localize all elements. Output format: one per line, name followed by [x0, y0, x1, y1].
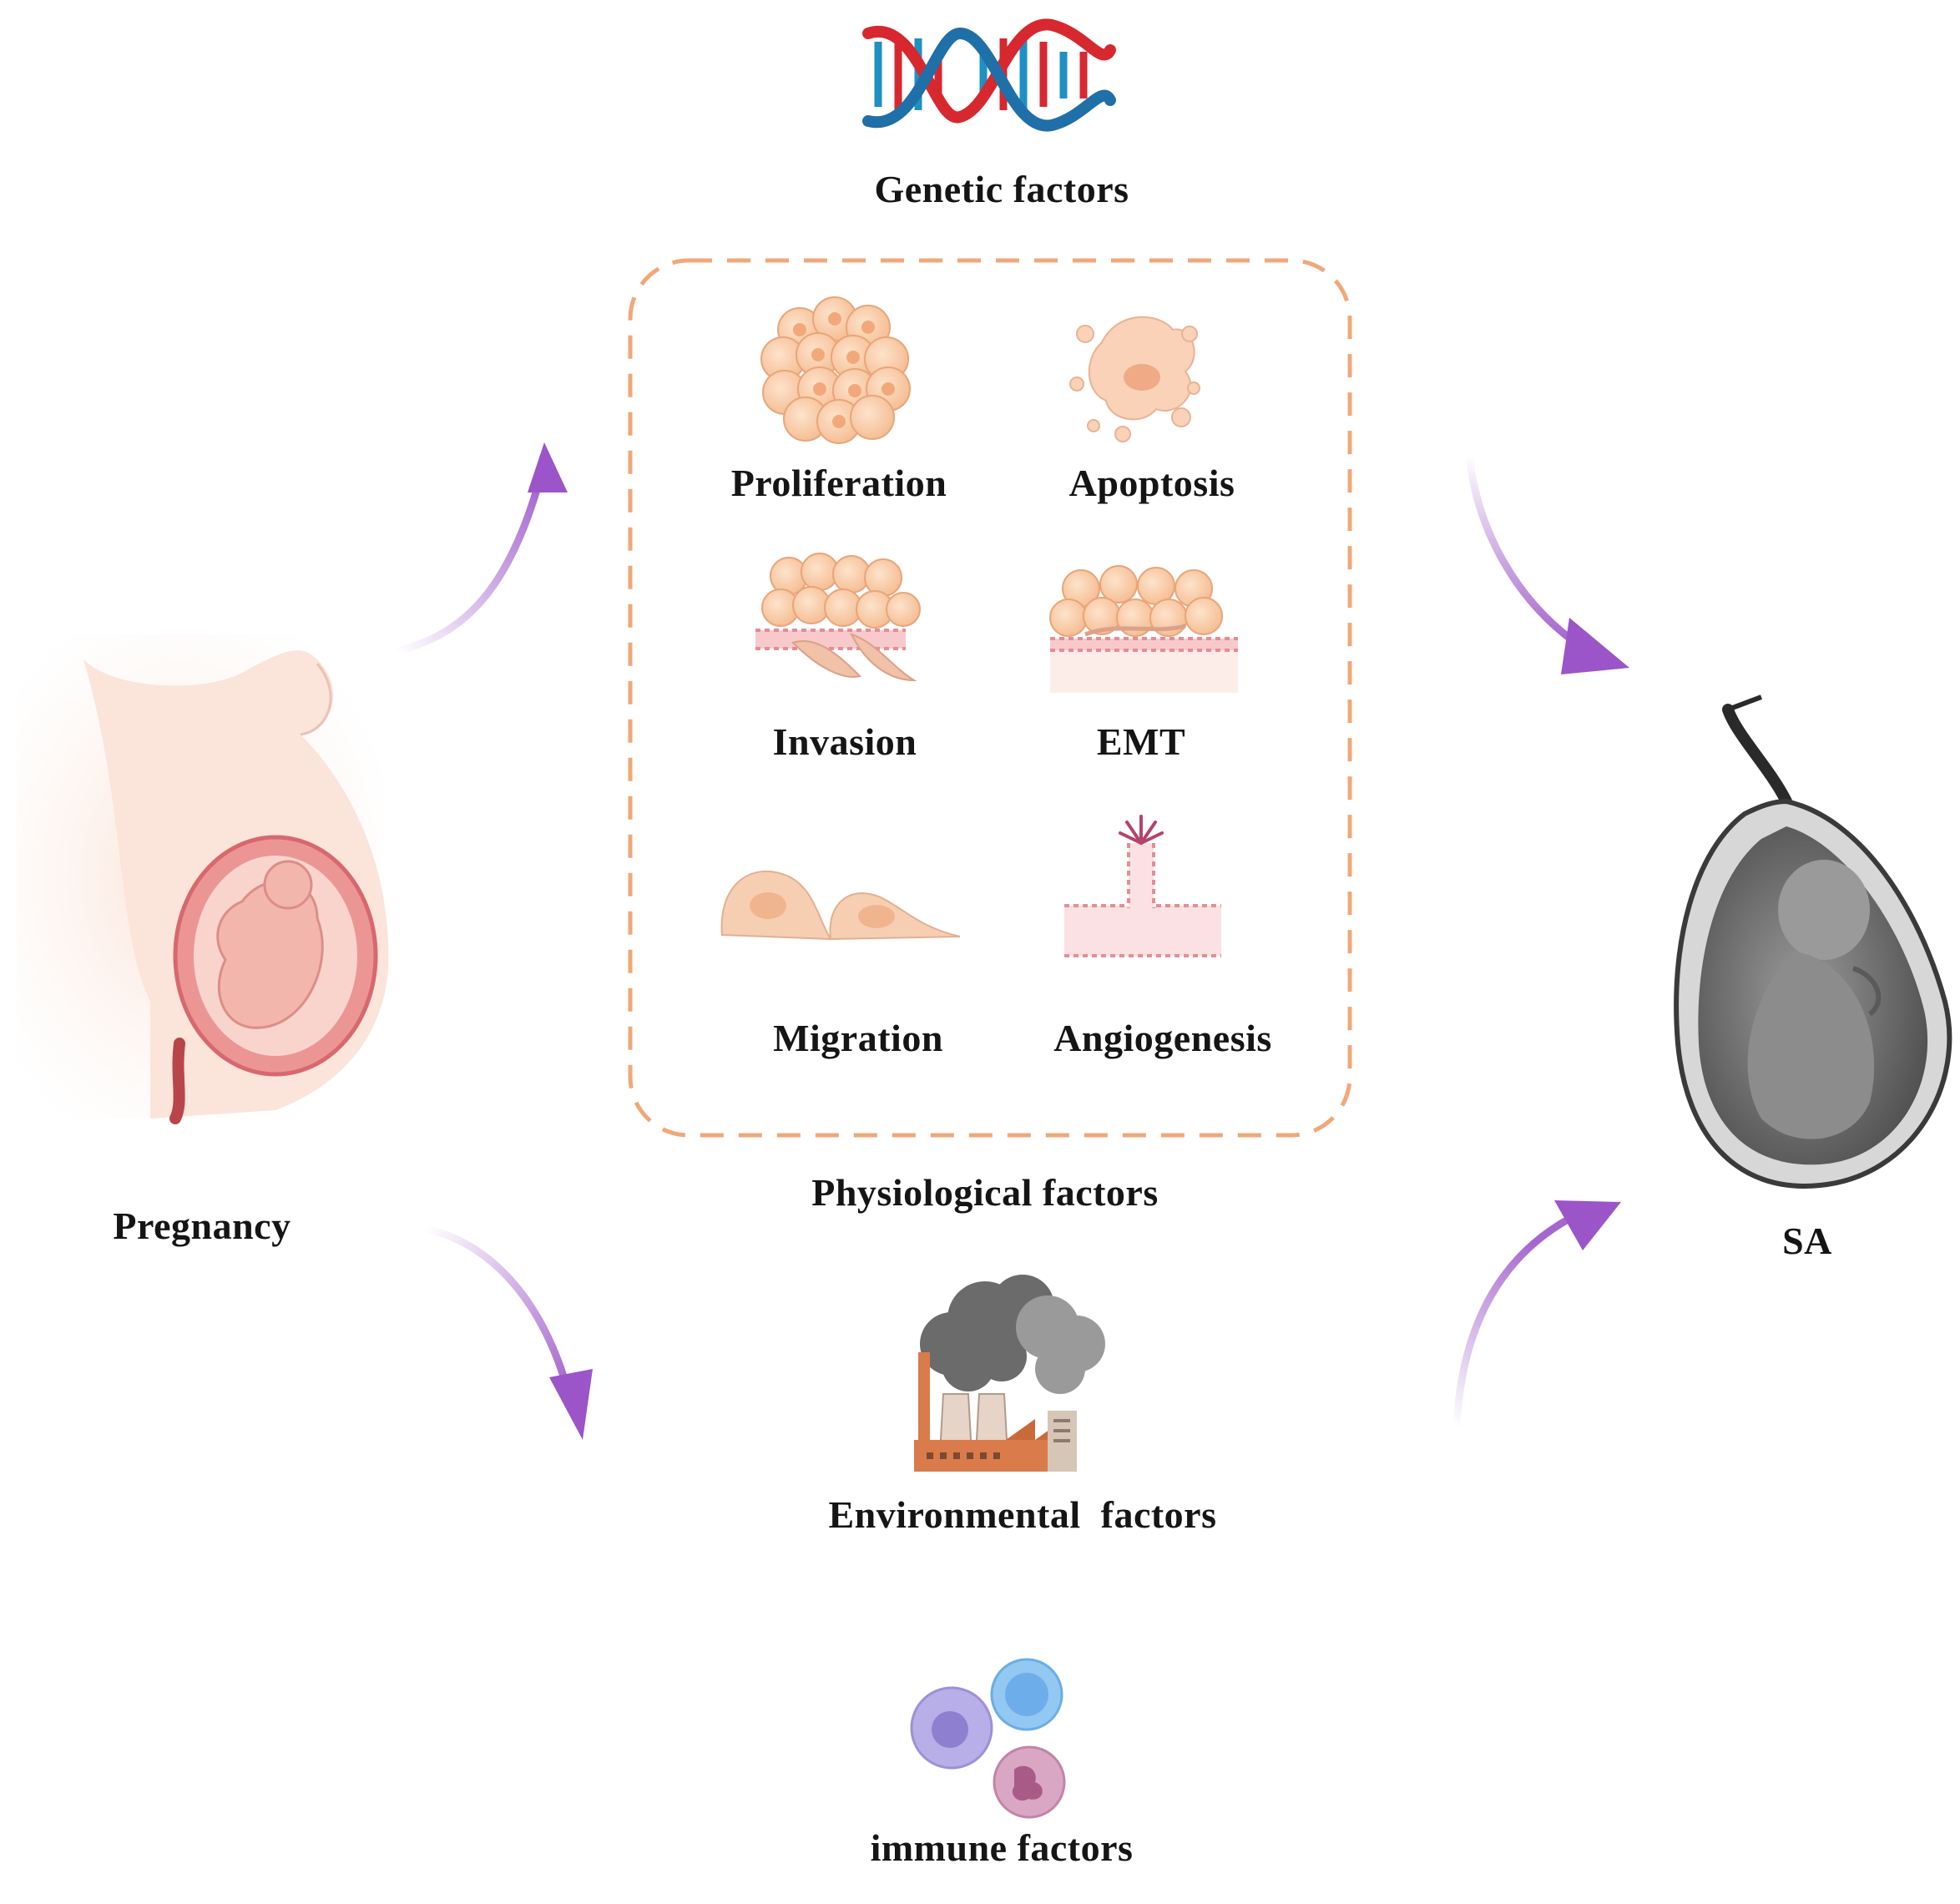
migrating-cell-icon — [720, 870, 961, 941]
immune-factors-label: immune factors — [870, 1826, 1134, 1869]
invasion-label: Invasion — [772, 720, 917, 763]
cell-cluster-icon — [760, 296, 911, 444]
emt-label: EMT — [1096, 720, 1186, 763]
physiological-factors-label: Physiological factors — [811, 1171, 1159, 1214]
angiogenesis-icon — [1064, 815, 1221, 957]
arrow-environmental-to-sa — [1452, 1200, 1621, 1432]
apoptotic-cell-icon — [1069, 316, 1200, 442]
sa-label: SA — [1782, 1220, 1832, 1262]
dna-icon — [862, 18, 1116, 132]
immune-cells-icon — [910, 1658, 1066, 1819]
genetic-factors-label: Genetic factors — [874, 168, 1129, 210]
proliferation-label: Proliferation — [730, 462, 947, 504]
arrow-pregnancy-to-physiological — [392, 442, 568, 655]
pregnant-woman-icon — [17, 634, 389, 1124]
arrow-pregnancy-to-environmental — [422, 1225, 593, 1440]
invasion-icon — [755, 553, 921, 682]
physiological-factors-box — [628, 258, 1352, 1138]
factory-icon — [914, 1275, 1105, 1472]
environmental-factors-label: Environmental factors — [828, 1493, 1217, 1536]
migration-label: Migration — [773, 1017, 943, 1059]
angiogenesis-label: Angiogenesis — [1053, 1017, 1272, 1059]
emt-icon — [1049, 565, 1238, 693]
pregnancy-label: Pregnancy — [113, 1205, 291, 1247]
apoptosis-label: Apoptosis — [1068, 462, 1235, 504]
aborted-fetus-icon — [1674, 694, 1952, 1189]
arrow-physiological-to-sa — [1465, 451, 1629, 674]
